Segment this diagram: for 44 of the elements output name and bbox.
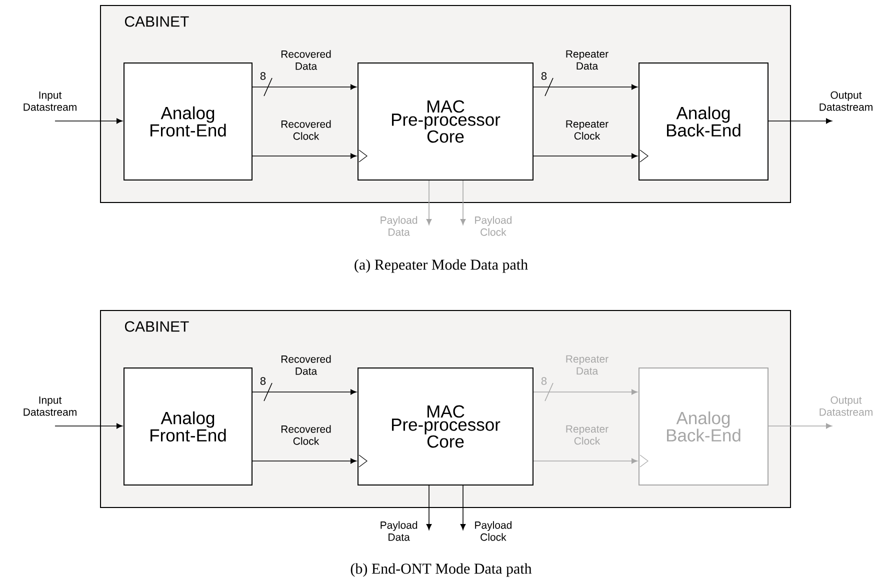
block-box: Analog Back-End — [638, 368, 768, 486]
arrow — [533, 153, 638, 159]
bus-width-label: 8 — [541, 72, 547, 80]
arrow — [252, 84, 356, 90]
arrow — [533, 389, 638, 395]
edge-label: Recovered Clock — [281, 120, 331, 140]
edge-label: Repeater Clock — [566, 120, 608, 140]
signal-label: Output Datastream — [820, 91, 872, 111]
signal-label: Payload Clock — [475, 521, 512, 541]
arrow — [533, 84, 638, 90]
signal-label: Input Datastream — [24, 396, 76, 416]
arrow — [252, 458, 356, 464]
edge-label: Recovered Clock — [281, 425, 331, 445]
bus-width-label: 8 — [260, 72, 266, 80]
arrow — [426, 485, 432, 530]
block-box: MAC Pre-processor Core — [358, 62, 534, 180]
signal-label: Input Datastream — [24, 91, 76, 111]
block-box: MAC Pre-processor Core — [358, 368, 534, 486]
arrow — [54, 423, 122, 429]
arrow — [426, 180, 432, 225]
edge-label: Recovered Data — [281, 50, 331, 70]
arrow — [252, 389, 356, 395]
edge-label: Recovered Data — [281, 355, 331, 375]
arrow — [54, 118, 122, 124]
arrow — [768, 423, 832, 429]
caption: (b) End-ONT Mode Data path — [350, 563, 532, 577]
arrow — [252, 153, 356, 159]
block-box: Analog Back-End — [638, 62, 768, 180]
arrow — [460, 485, 466, 530]
bus-width-label: 8 — [541, 377, 547, 385]
block-box: Analog Front-End — [124, 62, 252, 180]
signal-label: Payload Data — [380, 216, 418, 236]
signal-label: Payload Clock — [475, 216, 512, 236]
arrow — [768, 118, 832, 124]
block-box: Analog Front-End — [124, 368, 252, 486]
edge-label: Repeater Data — [566, 50, 608, 70]
edge-label: Repeater Clock — [566, 425, 608, 445]
signal-label: Output Datastream — [820, 396, 872, 416]
signal-label: Payload Data — [380, 521, 418, 541]
bus-width-label: 8 — [260, 377, 266, 385]
caption: (a) Repeater Mode Data path — [354, 259, 528, 273]
edge-label: Repeater Data — [566, 355, 608, 375]
arrow — [533, 458, 638, 464]
arrow — [460, 180, 466, 225]
